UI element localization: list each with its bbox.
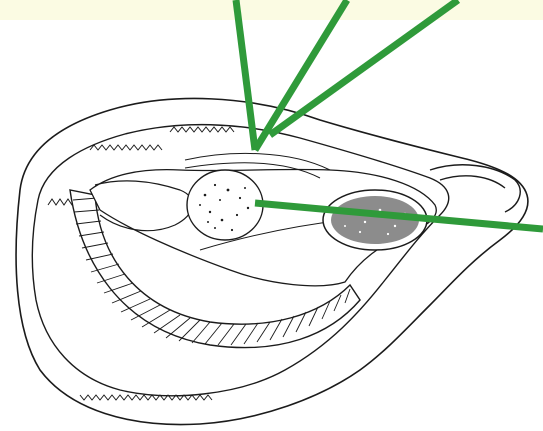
stomach [187,170,263,240]
pointer-line-3 [270,0,458,135]
